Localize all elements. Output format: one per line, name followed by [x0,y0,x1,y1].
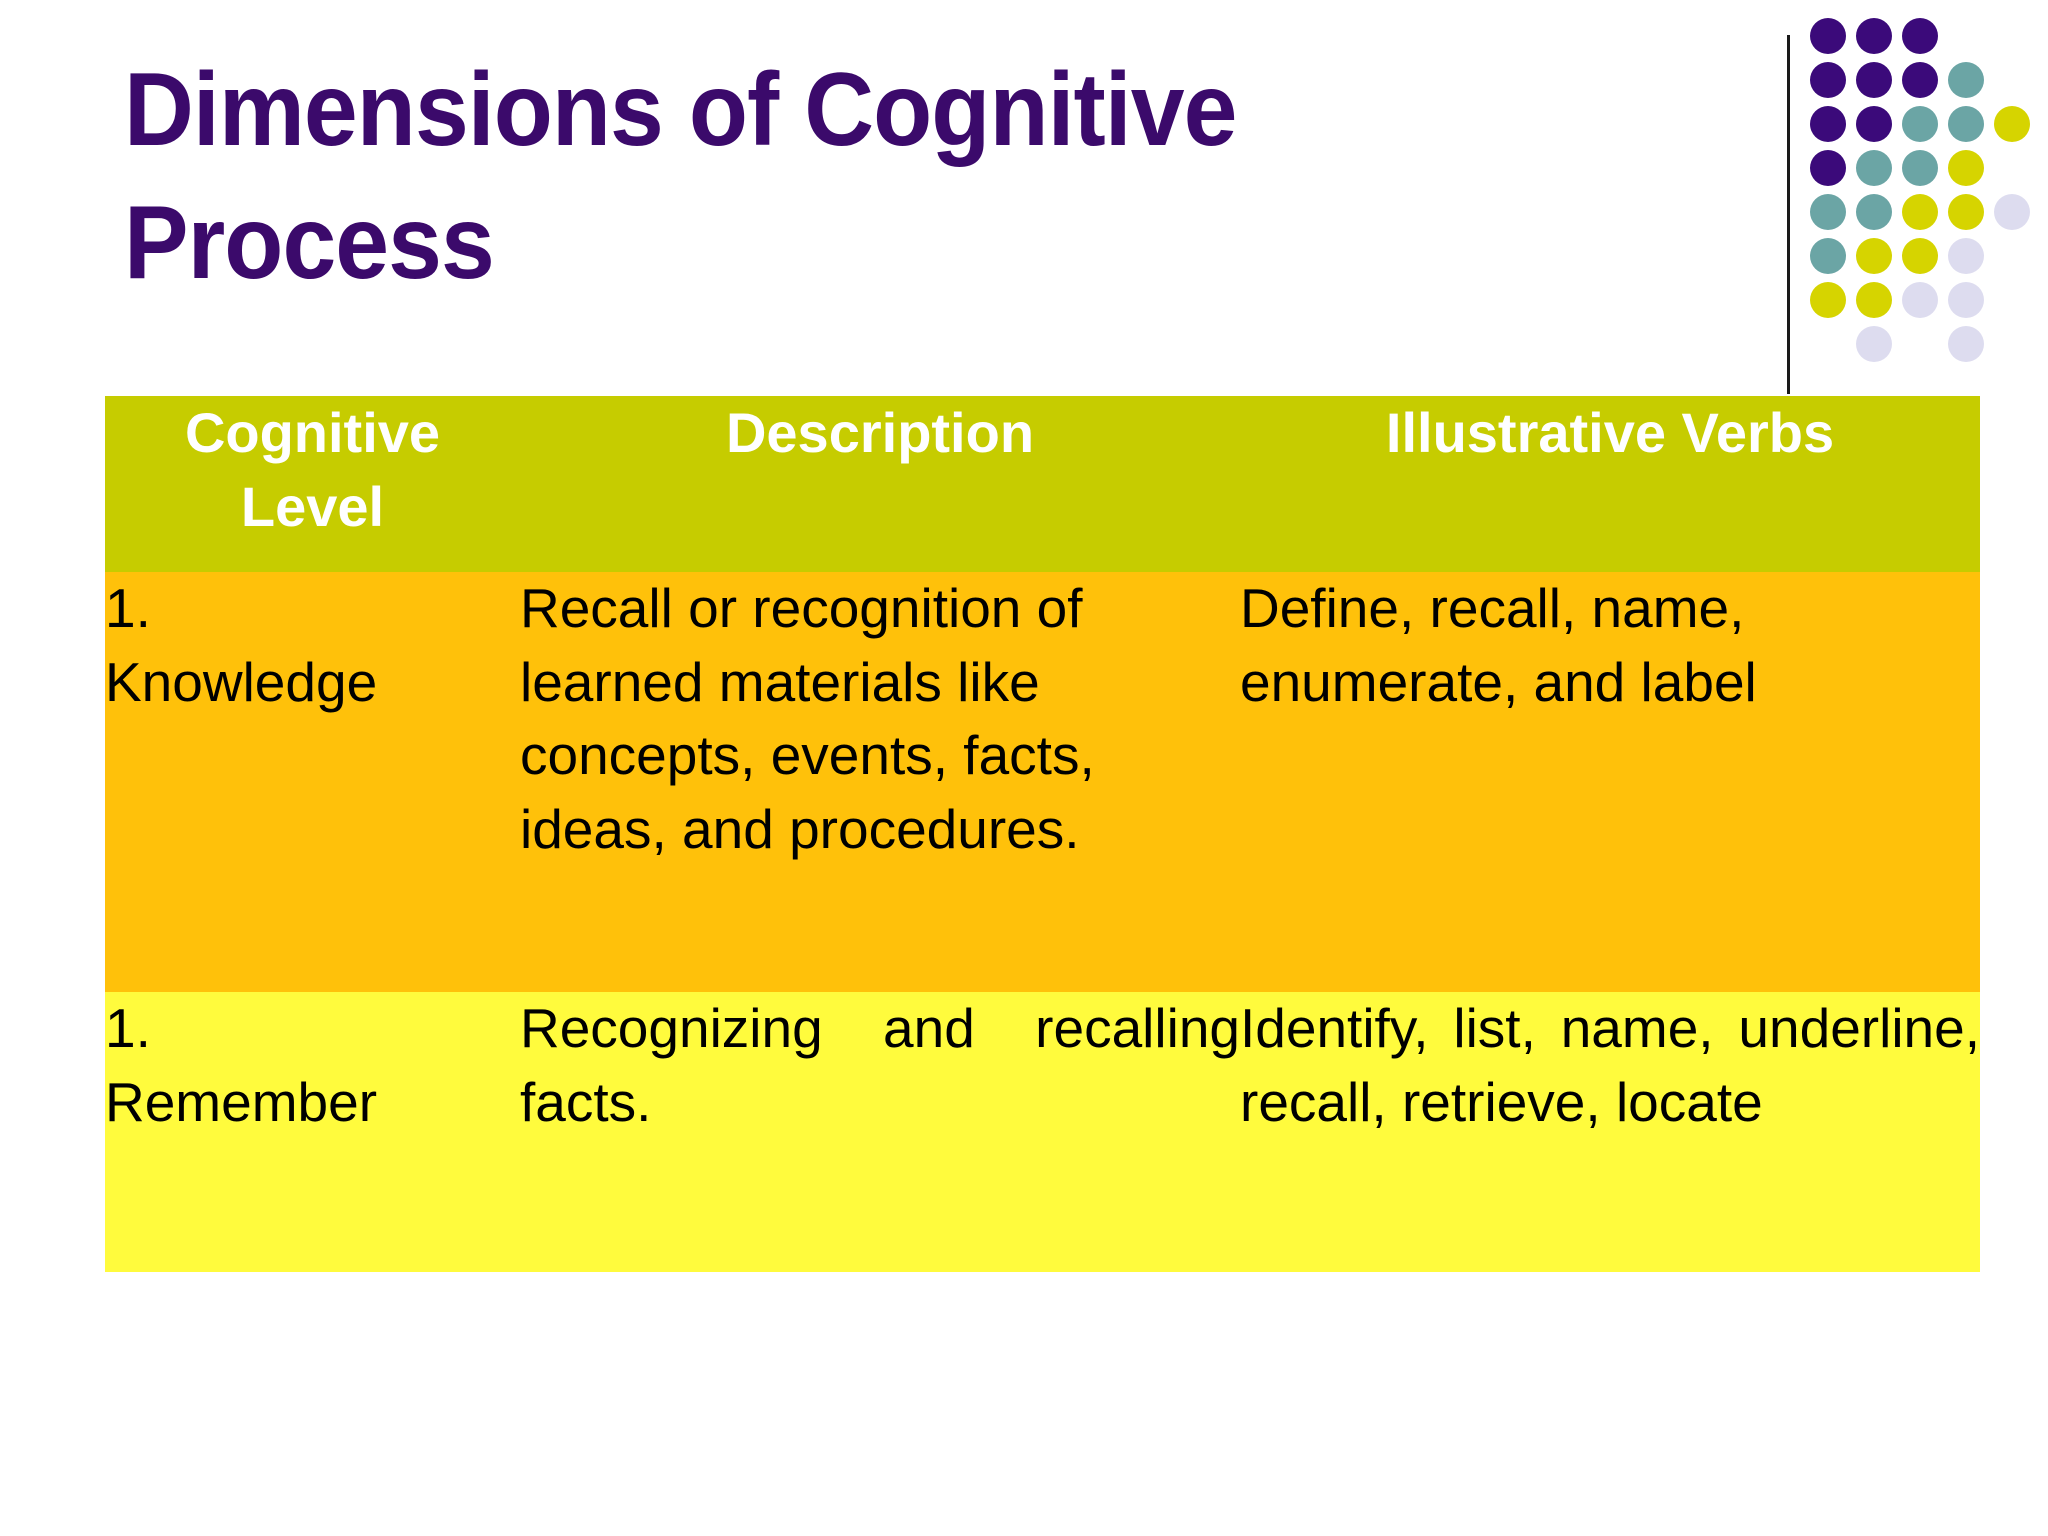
logo-dot-yellow [1856,282,1892,318]
table-row: 1. Remember Recognizing and recalling fa… [105,992,1980,1272]
logo-dot-yellow [1948,150,1984,186]
logo-dot-purple [1902,62,1938,98]
logo-block [1780,18,2048,394]
table-row: 1. Knowledge Recall or recognition of le… [105,572,1980,992]
logo-dot-yellow [1810,282,1846,318]
cell-level-knowledge: 1. Knowledge [105,572,520,992]
logo-dot-yellow [1994,106,2030,142]
column-header-description: Description [520,396,1240,572]
logo-dot-purple [1810,18,1846,54]
logo-dot-yellow [1902,194,1938,230]
logo-dot-yellow [1948,194,1984,230]
logo-dot-teal [1810,194,1846,230]
logo-dot-purple [1856,106,1892,142]
logo-dot-purple [1810,150,1846,186]
cell-level-remember: 1. Remember [105,992,520,1272]
cell-description-knowledge: Recall or recognition of learned materia… [520,572,1240,992]
logo-dot-teal [1856,194,1892,230]
logo-dot-teal [1902,106,1938,142]
logo-dot-yellow [1902,238,1938,274]
logo-dot-yellow [1856,238,1892,274]
cognitive-process-table: Cognitive Level Description Illustrative… [105,396,1980,1272]
logo-dot-lavender [1902,282,1938,318]
logo-dot-teal [1948,62,1984,98]
page-title: Dimensions of Cognitive Process [124,52,1237,302]
logo-dot-lavender [1948,326,1984,362]
logo-dot-teal [1856,150,1892,186]
cell-verbs-knowledge: Define, recall, name, enumerate, and lab… [1240,572,1980,992]
logo-dot-purple [1810,106,1846,142]
logo-dot-purple [1902,18,1938,54]
column-header-cognitive-level: Cognitive Level [105,396,520,572]
logo-dot-teal [1948,106,1984,142]
logo-dot-teal [1902,150,1938,186]
logo-dot-purple [1856,18,1892,54]
column-header-illustrative-verbs: Illustrative Verbs [1240,396,1980,572]
logo-dot-lavender [1948,238,1984,274]
logo-dot-lavender [1994,194,2030,230]
cell-description-remember: Recognizing and recalling facts. [520,992,1240,1272]
logo-dot-purple [1810,62,1846,98]
logo-dot-purple [1856,62,1892,98]
cell-verbs-remember: Identify, list, name, underline, recall,… [1240,992,1980,1272]
logo-dot-teal [1810,238,1846,274]
logo-vertical-rule [1787,35,1790,394]
logo-dot-lavender [1948,282,1984,318]
logo-dot-lavender [1856,326,1892,362]
dot-grid-icon [1810,18,2048,366]
table-header-row: Cognitive Level Description Illustrative… [105,396,1980,572]
